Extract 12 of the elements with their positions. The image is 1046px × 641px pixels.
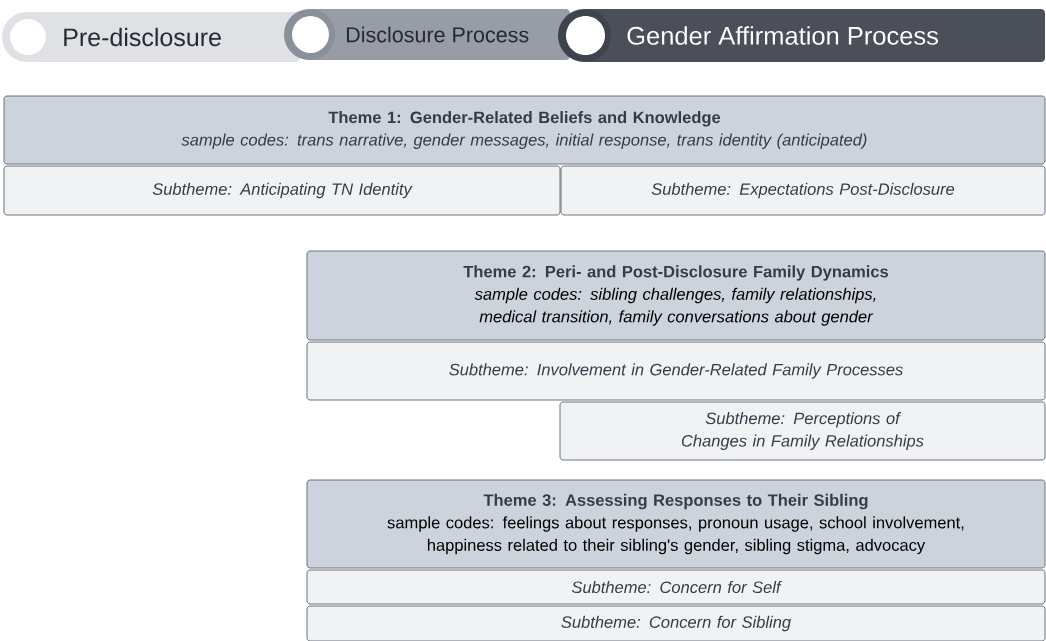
subtheme-box: Subtheme: Expectations Post-Disclosure bbox=[560, 165, 1046, 216]
phase-pill: Gender Affirmation Process bbox=[558, 9, 1045, 62]
subtheme-box: Subtheme: Concern for Sibling bbox=[306, 605, 1046, 641]
subtheme-box: Subtheme: Anticipating TN Identity bbox=[3, 165, 561, 216]
theme-box: Theme 3: Assessing Responses to Their Sibling sample codes: feelings about responses, pronoun usage, school involvement, happiness related to their sibling's gender, sibling stigma, advocacy bbox=[306, 479, 1046, 569]
subtheme-box: Subtheme: Perceptions of Changes in Family Relationships bbox=[559, 401, 1046, 461]
theme-box: Theme 1: Gender-Related Beliefs and Knowledge sample codes: trans narrative, gender messages, initial response, trans identity (anticipated) bbox=[3, 95, 1046, 165]
phase-pill: Pre-disclosure bbox=[2, 12, 300, 62]
theme-box: Theme 2: Peri- and Post-Disclosure Family Dynamics sample codes: sibling challenges, family relationships, medical transition, family conversations about gender bbox=[306, 250, 1046, 341]
subtheme-box: Subtheme: Concern for Self bbox=[306, 569, 1046, 605]
phase-pill: Disclosure Process bbox=[284, 9, 570, 60]
subtheme-box: Subtheme: Involvement in Gender-Related Family Processes bbox=[306, 341, 1046, 401]
